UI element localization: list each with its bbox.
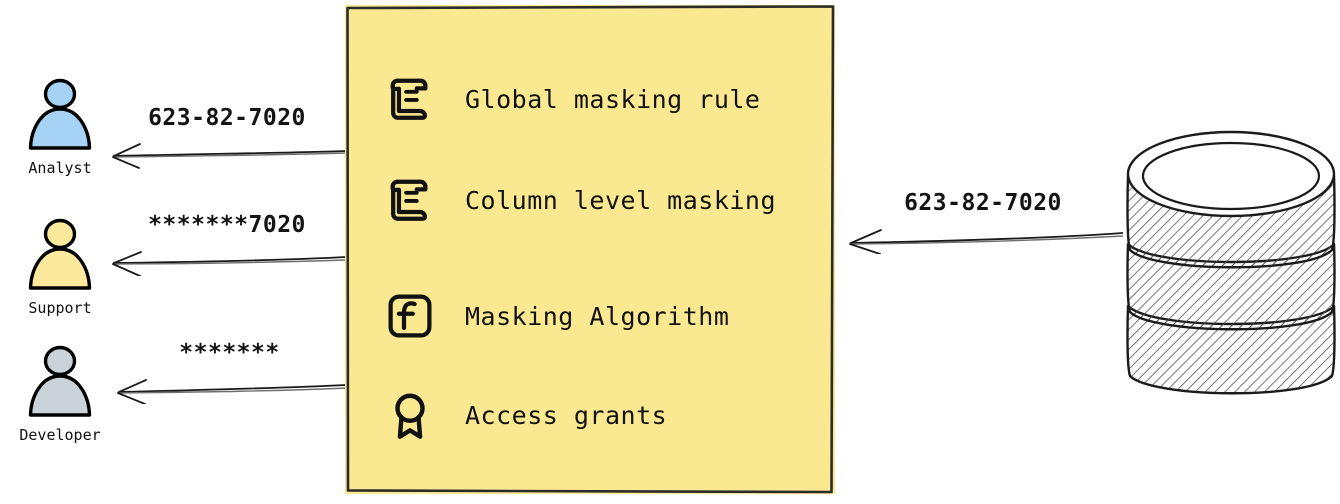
- flow-label-database: 623-82-7020: [904, 190, 1062, 216]
- arrow-left-icon: [112, 143, 346, 169]
- person-icon: [21, 218, 99, 298]
- flow-analyst: 623-82-7020: [108, 105, 346, 169]
- policy-label: Column level masking: [465, 185, 777, 215]
- policy-item-global-masking-rule[interactable]: Global masking rule: [383, 67, 760, 131]
- arrow-left-icon: [112, 251, 346, 276]
- award-icon: [383, 388, 437, 442]
- person-icon: [21, 78, 99, 158]
- function-icon: [383, 289, 437, 343]
- policy-panel: Global masking rule Column level masking…: [345, 5, 835, 494]
- flow-developer: *******: [113, 340, 346, 404]
- actor-support[interactable]: Support: [0, 218, 120, 317]
- database-icon[interactable]: [1122, 118, 1340, 408]
- scroll-icon: [383, 173, 437, 227]
- flow-label-support: *******7020: [148, 212, 306, 238]
- policy-label: Access grants: [465, 400, 668, 430]
- flow-database: 623-82-7020: [843, 190, 1123, 254]
- actor-label-analyst: Analyst: [28, 159, 92, 177]
- flow-label-analyst: 623-82-7020: [148, 105, 306, 131]
- actor-label-support: Support: [28, 299, 92, 317]
- person-icon: [21, 345, 99, 425]
- actor-analyst[interactable]: Analyst: [0, 78, 120, 177]
- flow-label-developer: *******: [179, 340, 280, 366]
- actor-developer[interactable]: Developer: [0, 345, 120, 444]
- scroll-icon: [383, 72, 437, 126]
- policy-item-column-level-masking[interactable]: Column level masking: [383, 168, 776, 232]
- policy-item-masking-algorithm[interactable]: Masking Algorithm: [383, 284, 729, 348]
- flow-support: *******7020: [108, 212, 346, 276]
- policy-label: Global masking rule: [465, 84, 761, 114]
- arrow-left-icon: [849, 229, 1123, 254]
- actor-label-developer: Developer: [19, 426, 101, 444]
- policy-item-access-grants[interactable]: Access grants: [383, 383, 667, 447]
- policy-label: Masking Algorithm: [465, 301, 730, 331]
- arrow-left-icon: [117, 379, 346, 404]
